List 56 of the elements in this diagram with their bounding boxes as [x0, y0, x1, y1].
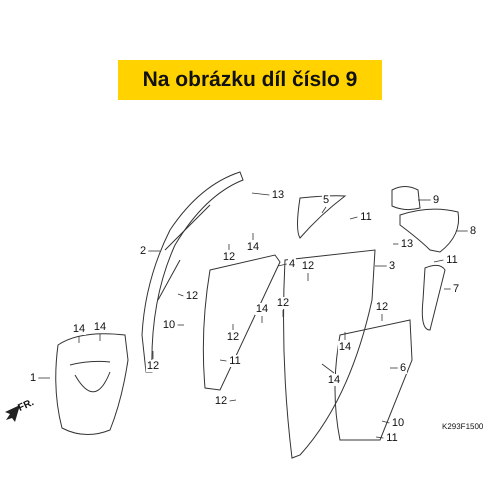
callout-number: 14	[246, 241, 260, 253]
callout-number: 8	[468, 225, 478, 237]
leader-line	[456, 230, 468, 232]
callout-number: 7	[452, 283, 460, 295]
leader-line	[444, 288, 452, 290]
leader-line	[322, 364, 334, 374]
leader-line	[434, 260, 444, 262]
leader-line	[232, 324, 234, 330]
callout-number: 14	[254, 303, 270, 315]
title-banner: Na obrázku díl číslo 9	[118, 60, 382, 100]
leader-line	[350, 216, 358, 220]
leader-line	[148, 250, 160, 252]
leader-line	[78, 336, 80, 344]
callout-number: 14	[338, 341, 352, 353]
callout-number: 14	[72, 323, 86, 335]
leader-line	[177, 324, 184, 326]
callout-number: 11	[228, 355, 242, 367]
callout-number: 12	[226, 331, 240, 343]
callout-number: 3	[388, 260, 396, 272]
callout-number: 14	[92, 321, 108, 333]
leader-line	[344, 332, 346, 340]
callout-number: 4	[288, 258, 296, 270]
callout-number: 11	[385, 432, 399, 444]
callout-number: 10	[390, 417, 406, 429]
callout-number: 13	[400, 238, 414, 250]
leader-line	[252, 232, 254, 240]
leader-line	[220, 360, 227, 362]
leader-line	[382, 420, 390, 424]
callout-number: 2	[138, 245, 148, 257]
callout-number: 12	[214, 395, 228, 407]
callout-number: 12	[222, 251, 236, 263]
callout-number: 5	[322, 194, 330, 206]
leader-line	[282, 310, 284, 318]
leader-line	[278, 264, 288, 266]
leader-line	[152, 350, 154, 360]
leader-line	[322, 206, 326, 214]
callout-number: 11	[359, 211, 373, 223]
leader-line	[178, 294, 184, 296]
direction-label: FR.	[16, 397, 36, 414]
callout-number: 13	[270, 189, 286, 201]
callout-number: 6	[398, 362, 408, 374]
callout-number: 11	[445, 254, 459, 266]
callout-number: 12	[146, 360, 160, 372]
callout-number: 14	[326, 374, 342, 386]
leader-line	[228, 244, 230, 250]
callout-number: 12	[184, 290, 200, 302]
drawing-code: K293F1500	[442, 422, 484, 431]
callout-number: 9	[432, 194, 440, 206]
leader-line	[229, 400, 236, 402]
callout-number: 10	[162, 319, 176, 331]
callout-number: 1	[28, 372, 38, 384]
callout-number: 12	[300, 260, 316, 272]
leader-line	[376, 436, 384, 438]
leader-line	[252, 192, 270, 196]
callout-number: 12	[276, 297, 290, 309]
callout-number: 12	[374, 301, 390, 313]
